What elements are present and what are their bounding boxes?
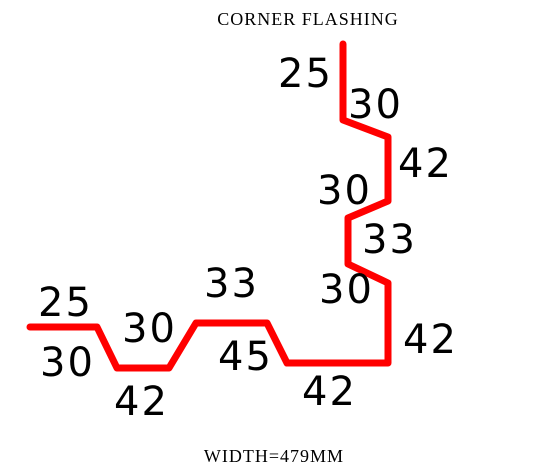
flashing-profile bbox=[26, 40, 392, 372]
dim-label-45: 45 bbox=[218, 334, 273, 380]
dim-label-33-right: 33 bbox=[362, 217, 417, 263]
dim-label-33-top: 33 bbox=[204, 261, 259, 307]
dim-label-30-left-upper: 30 bbox=[122, 306, 177, 352]
diagram-title: CORNER FLASHING bbox=[217, 9, 399, 29]
width-footer: WIDTH=479MM bbox=[204, 446, 344, 466]
dim-label-top-25: 25 bbox=[278, 51, 333, 97]
dim-label-30-lower-right: 30 bbox=[319, 267, 374, 313]
dim-label-25-left: 25 bbox=[38, 280, 93, 326]
dim-label-42-bottom-left: 42 bbox=[114, 379, 169, 425]
dim-label-42-bottom: 42 bbox=[302, 369, 357, 415]
dim-label-42-lower-right: 42 bbox=[403, 317, 458, 363]
dim-label-42-upper: 42 bbox=[398, 141, 453, 187]
dim-label-30-left-lower: 30 bbox=[40, 340, 95, 386]
dim-label-30-upper: 30 bbox=[348, 82, 403, 128]
dim-label-30-middle: 30 bbox=[317, 168, 372, 214]
